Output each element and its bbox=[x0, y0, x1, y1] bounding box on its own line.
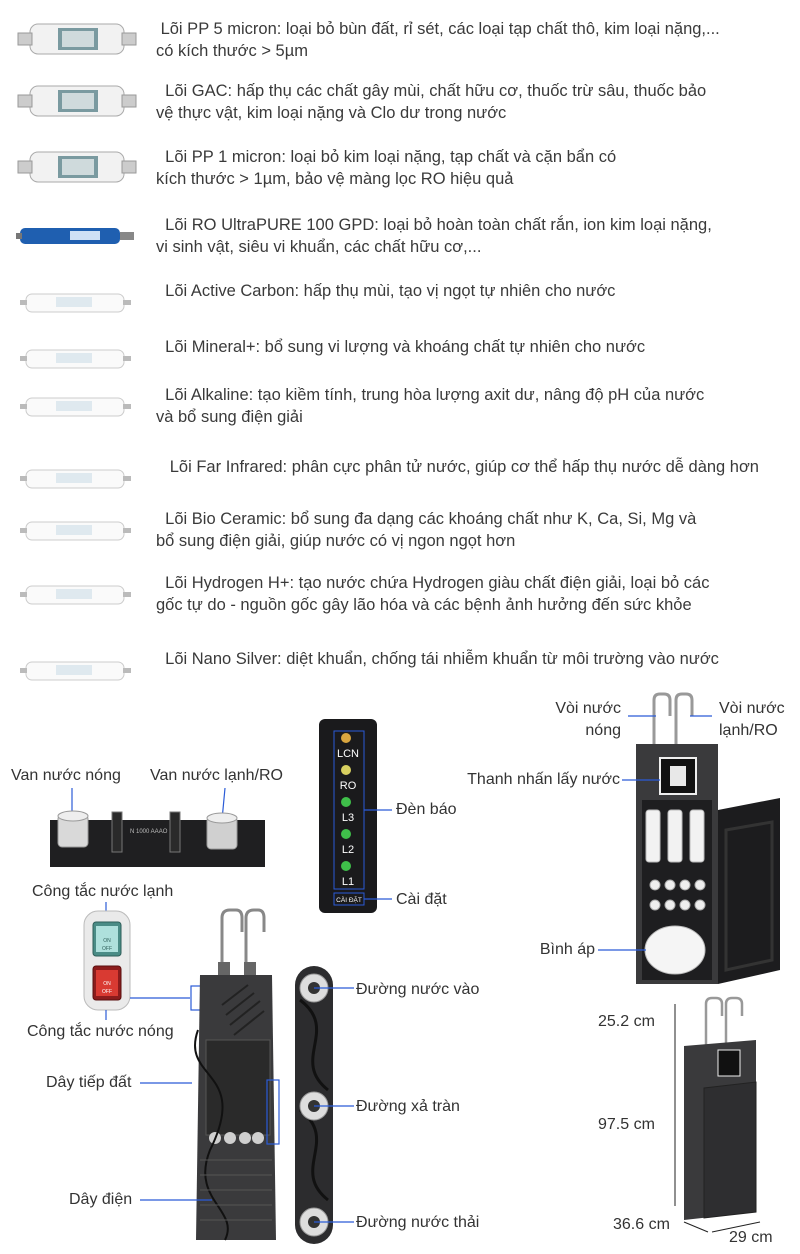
filter-description-line1: Lõi Nano Silver: diệt khuẩn, chống tái n… bbox=[156, 650, 719, 668]
filter-description-line2: vệ thực vật, kim loại nặng và Clo dư tro… bbox=[156, 104, 507, 122]
dimension-width: 29 cm bbox=[729, 1229, 773, 1246]
filter-description-line1: Lõi PP 1 micron: loại bỏ kim loại nặng, … bbox=[156, 148, 617, 166]
dimension-top: 25.2 cm bbox=[598, 1013, 655, 1030]
inline-cartridge-icon bbox=[20, 293, 131, 313]
l1-light bbox=[341, 861, 351, 871]
inline-cartridge-icon bbox=[20, 397, 131, 417]
filter-description-line1: Lõi Hydrogen H+: tạo nước chứa Hydrogen … bbox=[156, 574, 710, 592]
pp-cartridge-icon bbox=[17, 151, 137, 183]
cold-valve-knob[interactable] bbox=[206, 812, 238, 850]
light-label-l3: L3 bbox=[342, 812, 354, 824]
filter-description: Lõi GAC: hấp thụ các chất gây mùi, chất … bbox=[156, 80, 786, 124]
overflow-label: Đường xả tràn bbox=[356, 1098, 460, 1115]
dimension-height: 97.5 cm bbox=[598, 1116, 655, 1133]
indicator-label: Đèn báo bbox=[396, 801, 457, 818]
inline-cartridge-icon bbox=[20, 349, 131, 369]
filter-description-line2: và bổ sung điện giải bbox=[156, 408, 303, 426]
pressure-tank-label: Bình áp bbox=[539, 941, 595, 958]
filter-description: Lõi Alkaline: tạo kiềm tính, trung hòa l… bbox=[156, 384, 786, 428]
hot-switch-on: ON bbox=[103, 981, 111, 987]
setting-button[interactable]: CÀI ĐẶT bbox=[336, 895, 362, 904]
cold-switch-label: Công tắc nước lạnh bbox=[32, 883, 174, 900]
light-label-ro: RO bbox=[340, 780, 357, 792]
cold-tap-label: Vòi nước lạnh/RO bbox=[719, 700, 785, 739]
hot-switch[interactable] bbox=[92, 965, 122, 1001]
filter-description: Lõi Bio Ceramic: bổ sung đa dạng các kho… bbox=[156, 508, 786, 552]
filter-description: Lõi Nano Silver: diệt khuẩn, chống tái n… bbox=[156, 648, 786, 670]
ro-light bbox=[341, 765, 351, 775]
hot-tap-label: Vòi nước nóng bbox=[555, 700, 621, 739]
filter-description-line2: vi sinh vật, siêu vi khuẩn, các chất hữu… bbox=[156, 238, 482, 256]
filter-description-line1: Lõi Mineral+: bổ sung vi lượng và khoáng… bbox=[156, 338, 646, 356]
filter-description-line1: Lõi RO UltraPURE 100 GPD: loại bỏ hoàn t… bbox=[156, 216, 712, 234]
hot-switch-off: OFF bbox=[102, 989, 112, 995]
gac-cartridge-icon bbox=[17, 85, 137, 117]
filter-description-line1: Lõi Alkaline: tạo kiềm tính, trung hòa l… bbox=[156, 386, 705, 404]
filter-description-line1: Lõi Bio Ceramic: bổ sung đa dạng các kho… bbox=[156, 510, 697, 528]
dimension-depth: 36.6 cm bbox=[613, 1216, 670, 1233]
pp-cartridge-icon bbox=[17, 23, 137, 55]
filter-description-line2: gốc tự do - nguồn gốc gây lão hóa và các… bbox=[156, 596, 692, 614]
inlet-label: Đường nước vào bbox=[356, 981, 480, 998]
filter-description-line1: Lõi PP 5 micron: loại bỏ bùn đất, rỉ sét… bbox=[156, 20, 720, 38]
inline-cartridge-icon bbox=[20, 469, 131, 489]
hot-switch-label: Công tắc nước nóng bbox=[27, 1023, 174, 1040]
cold-switch-on: ON bbox=[103, 938, 111, 944]
hot-valve-label: Van nước nóng bbox=[11, 767, 121, 784]
l2-light bbox=[341, 829, 351, 839]
valve-panel-text: N 1000 AAAO bbox=[130, 829, 168, 835]
filter-description: Lõi PP 1 micron: loại bỏ kim loại nặng, … bbox=[156, 146, 786, 190]
filter-description: Lõi Hydrogen H+: tạo nước chứa Hydrogen … bbox=[156, 572, 786, 616]
ro-membrane-icon bbox=[16, 228, 134, 244]
drain-label: Đường nước thải bbox=[356, 1214, 480, 1231]
filter-description-line1: Lõi Active Carbon: hấp thụ mùi, tạo vị n… bbox=[156, 282, 616, 300]
filter-description: Lõi RO UltraPURE 100 GPD: loại bỏ hoàn t… bbox=[156, 214, 786, 258]
inline-cartridge-icon bbox=[20, 585, 131, 605]
filter-description-line1: Lõi GAC: hấp thụ các chất gây mùi, chất … bbox=[156, 82, 707, 100]
ground-wire-label: Dây tiếp đất bbox=[46, 1074, 132, 1091]
light-label-lcn: LCN bbox=[337, 748, 359, 760]
filter-description-line2: bổ sung điện giải, giúp nước có vị ngon … bbox=[156, 532, 516, 550]
filter-description: Lõi Far Infrared: phân cực phân tử nước,… bbox=[156, 456, 786, 478]
filter-description: Lõi Mineral+: bổ sung vi lượng và khoáng… bbox=[156, 336, 786, 358]
filter-description-line2: kích thước > 1µm, bảo vệ màng lọc RO hiệ… bbox=[156, 170, 514, 188]
inline-cartridge-icon bbox=[20, 521, 131, 541]
light-label-l2: L2 bbox=[342, 844, 354, 856]
cold-switch[interactable] bbox=[92, 921, 122, 957]
light-label-l1: L1 bbox=[342, 876, 354, 888]
cold-valve-label: Van nước lạnh/RO bbox=[150, 767, 283, 784]
power-cord-label: Dây điện bbox=[69, 1191, 133, 1208]
filter-description: Lõi PP 5 micron: loại bỏ bùn đất, rỉ sét… bbox=[156, 18, 786, 62]
filter-description: Lõi Active Carbon: hấp thụ mùi, tạo vị n… bbox=[156, 280, 786, 302]
setting-label: Cài đặt bbox=[396, 891, 447, 908]
filter-description-line1: Lõi Far Infrared: phân cực phân tử nước,… bbox=[156, 458, 759, 476]
lcn-light bbox=[341, 733, 351, 743]
inline-cartridge-icon bbox=[20, 661, 131, 681]
filter-description-line2: có kích thước > 5µm bbox=[156, 42, 308, 60]
dispense-bar-label: Thanh nhấn lấy nước bbox=[467, 771, 620, 788]
hot-valve-knob[interactable] bbox=[57, 810, 89, 848]
l3-light bbox=[341, 797, 351, 807]
cold-switch-off: OFF bbox=[102, 946, 112, 952]
